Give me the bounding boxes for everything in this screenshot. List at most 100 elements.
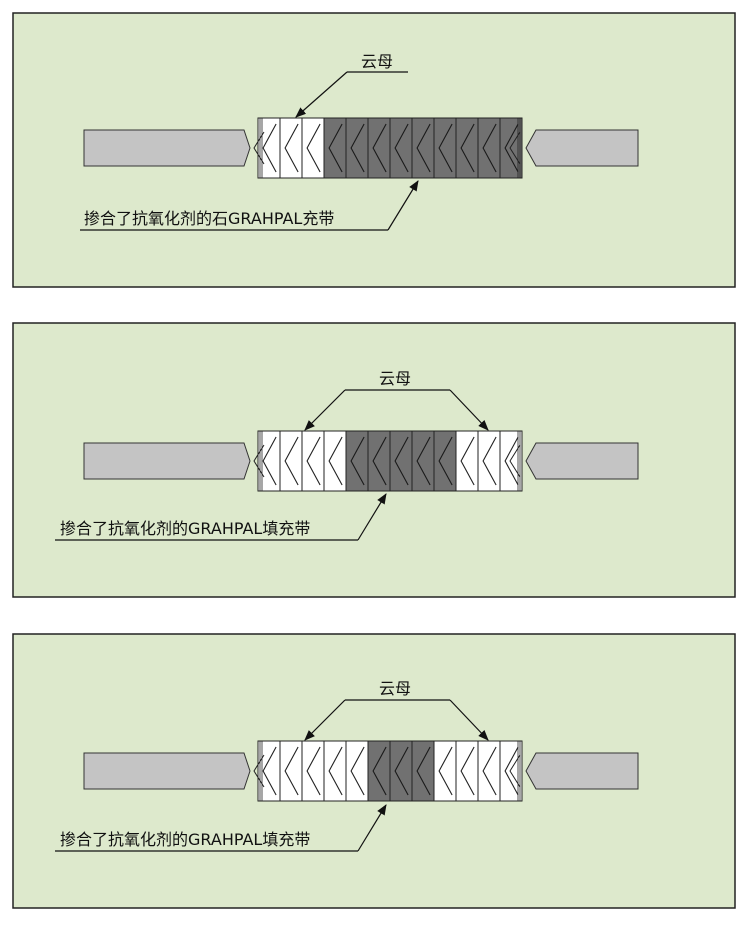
left-rod <box>83 442 251 480</box>
graphite-chevron <box>416 746 431 796</box>
graphite-segment <box>389 117 413 179</box>
right-rod <box>525 752 639 790</box>
mica-segment <box>477 740 501 802</box>
panel-2-gasket <box>83 430 639 492</box>
panel-3-filler-arrow <box>357 804 387 852</box>
outer-notch <box>509 131 521 165</box>
panel-3-mica-arrow-right <box>449 699 489 741</box>
graphite-segment <box>433 430 457 492</box>
graphite-segment <box>367 117 391 179</box>
right-rod <box>525 442 639 480</box>
graphite-chevron <box>482 123 497 173</box>
mica-chevron <box>262 746 277 796</box>
graphite-chevron <box>394 436 409 486</box>
panel-2-filler-label: 掺合了抗氧化剂的GRAHPAL填充带 <box>60 519 310 538</box>
panel-3: 云母 掺合了抗氧化剂的GRAHPAL填充带 <box>12 633 736 909</box>
mica-segment <box>257 740 281 802</box>
panel-1-filler-arrow <box>387 180 419 231</box>
mica-chevron <box>284 123 299 173</box>
mica-segment <box>455 430 479 492</box>
mica-segment <box>301 740 325 802</box>
graphite-segment <box>367 740 391 802</box>
panel-2-filler-arrow <box>357 493 387 541</box>
graphite-chevron <box>416 436 431 486</box>
left-rod <box>83 752 251 790</box>
inner-notch <box>253 754 265 788</box>
graphite-chevron <box>328 123 343 173</box>
inner-notch <box>253 131 265 165</box>
mica-segment <box>257 117 281 179</box>
mica-chevron <box>460 746 475 796</box>
mica-chevron <box>438 746 453 796</box>
left-rod <box>83 129 251 167</box>
graphite-chevron <box>438 436 453 486</box>
graphite-chevron <box>416 123 431 173</box>
mica-segment <box>257 430 281 492</box>
mica-chevron <box>504 436 519 486</box>
mica-chevron <box>284 746 299 796</box>
panel-1: 云母 掺合了抗氧化剂的石GRAHPAL充带 <box>12 12 736 288</box>
outer-notch <box>509 754 521 788</box>
mica-chevron <box>306 123 321 173</box>
mica-chevron <box>350 746 365 796</box>
graphite-chevron <box>394 123 409 173</box>
panel-3-mica-arrow-left <box>304 699 346 741</box>
mica-segment <box>323 430 347 492</box>
graphite-segment <box>411 740 435 802</box>
graphite-chevron <box>372 123 387 173</box>
mica-chevron <box>504 746 519 796</box>
graphite-segment <box>411 430 435 492</box>
mica-chevron <box>306 436 321 486</box>
graphite-segment <box>433 117 457 179</box>
graphite-segment <box>499 117 523 179</box>
panel-1-mica-label: 云母 <box>361 52 393 71</box>
panel-3-gasket <box>83 740 639 802</box>
mica-segment <box>279 740 303 802</box>
mica-segment <box>301 430 325 492</box>
inner-notch <box>253 444 265 478</box>
panel-2-mica-label: 云母 <box>379 369 411 388</box>
mica-chevron <box>482 746 497 796</box>
graphite-segment <box>389 430 413 492</box>
panel-3-mica-pointer: 云母 <box>304 679 489 741</box>
mica-segment <box>433 740 457 802</box>
right-rod <box>525 129 639 167</box>
graphite-chevron <box>504 123 519 173</box>
mica-segment <box>279 117 303 179</box>
graphite-segment <box>477 117 501 179</box>
graphite-chevron <box>350 123 365 173</box>
panel-2-mica-arrow-right <box>449 389 489 431</box>
graphite-segment <box>411 117 435 179</box>
mica-segment <box>301 117 325 179</box>
graphite-chevron <box>350 436 365 486</box>
mica-chevron <box>460 436 475 486</box>
panel-3-filler-pointer: 掺合了抗氧化剂的GRAHPAL填充带 <box>55 804 387 852</box>
outer-notch <box>509 444 521 478</box>
panel-1-filler-pointer: 掺合了抗氧化剂的石GRAHPAL充带 <box>80 180 419 231</box>
panel-3-mica-label: 云母 <box>379 679 411 698</box>
mica-chevron <box>328 746 343 796</box>
graphite-segment <box>455 117 479 179</box>
mica-segment <box>455 740 479 802</box>
panel-1-mica-pointer: 云母 <box>295 52 408 118</box>
mica-chevron <box>328 436 343 486</box>
panel-2-filler-pointer: 掺合了抗氧化剂的GRAHPAL填充带 <box>55 493 387 541</box>
mica-segment <box>323 740 347 802</box>
graphite-segment <box>345 430 369 492</box>
graphite-chevron <box>438 123 453 173</box>
mica-segment <box>279 430 303 492</box>
mica-segment <box>499 740 523 802</box>
mica-chevron <box>306 746 321 796</box>
mica-segment <box>499 430 523 492</box>
mica-segment <box>477 430 501 492</box>
panel-2-mica-pointer: 云母 <box>304 369 489 431</box>
mica-chevron <box>262 436 277 486</box>
panel-2-mica-arrow-left <box>304 389 346 431</box>
graphite-chevron <box>460 123 475 173</box>
mica-chevron <box>482 436 497 486</box>
graphite-chevron <box>394 746 409 796</box>
panel-1-mica-arrow <box>295 71 348 118</box>
panel-1-filler-label: 掺合了抗氧化剂的石GRAHPAL充带 <box>84 209 334 228</box>
